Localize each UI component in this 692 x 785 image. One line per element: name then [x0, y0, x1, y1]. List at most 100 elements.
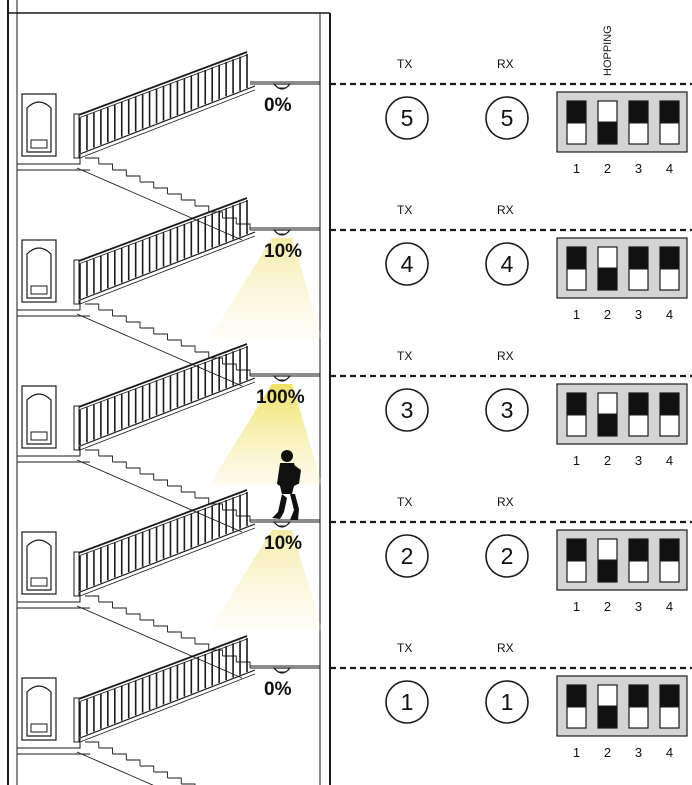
staircase	[73, 197, 256, 387]
tx-channel-number: 2	[401, 543, 414, 569]
dip-switch-number: 3	[635, 599, 642, 614]
dip-switch-block	[556, 529, 688, 591]
dip-switch-number: 4	[666, 745, 673, 760]
dip-switch-number: 2	[604, 307, 611, 322]
dip-switch-number: 4	[666, 161, 673, 176]
tx-label: TX	[397, 641, 412, 655]
dip-switch-number: 3	[635, 161, 642, 176]
building-walls	[7, 0, 331, 785]
brightness-label: 0%	[264, 679, 292, 700]
staircase	[73, 51, 256, 241]
dip-switch-3[interactable]	[628, 246, 649, 291]
dip-switch-4[interactable]	[659, 100, 680, 145]
mid-landing	[17, 446, 90, 463]
dip-switch-number: 2	[604, 745, 611, 760]
dip-switch-number: 1	[573, 599, 580, 614]
rx-label: RX	[497, 57, 514, 71]
dip-switch-number: 4	[666, 599, 673, 614]
dip-switch-3[interactable]	[628, 100, 649, 145]
tx-channel: 2	[385, 534, 429, 578]
mid-landing	[17, 154, 90, 171]
person-layer	[272, 450, 301, 520]
rx-label: RX	[497, 641, 514, 655]
dip-switch-3[interactable]	[628, 392, 649, 437]
dip-switch-number: 2	[604, 161, 611, 176]
staircase	[73, 635, 256, 785]
tx-channel-number: 4	[401, 251, 414, 277]
dip-switch-number: 3	[635, 453, 642, 468]
rx-channel: 5	[485, 96, 529, 140]
tx-label: TX	[397, 203, 412, 217]
dip-switch-2[interactable]	[597, 538, 618, 583]
dip-switch-number: 3	[635, 745, 642, 760]
brightness-label: 10%	[264, 533, 302, 554]
dip-switch-4[interactable]	[659, 684, 680, 729]
tx-channel-number: 1	[401, 689, 414, 715]
sensor-light-icon	[272, 83, 292, 90]
tx-channel: 3	[385, 388, 429, 432]
tx-label: TX	[397, 349, 412, 363]
light-beam	[210, 238, 322, 338]
dip-switch-block	[556, 237, 688, 299]
light-beam	[210, 384, 322, 484]
dip-switch-block	[556, 383, 688, 445]
dip-switch-number: 2	[604, 453, 611, 468]
sensor-light-icon	[272, 375, 292, 382]
door-icon	[21, 239, 57, 303]
person-icon	[272, 450, 301, 520]
dip-switch-1[interactable]	[566, 684, 587, 729]
staircase	[73, 489, 256, 679]
dip-switch-4[interactable]	[659, 538, 680, 583]
door-icon	[21, 531, 57, 595]
tx-channel-number: 5	[401, 105, 414, 131]
dip-switch-3[interactable]	[628, 538, 649, 583]
hopping-label: HOPPING	[602, 25, 614, 76]
rx-channel: 3	[485, 388, 529, 432]
dip-switch-1[interactable]	[566, 538, 587, 583]
rx-label: RX	[497, 495, 514, 509]
rx-channel-number: 5	[501, 105, 514, 131]
tx-channel: 5	[385, 96, 429, 140]
brightness-label: 10%	[264, 241, 302, 262]
dip-switch-number: 1	[573, 307, 580, 322]
dip-switch-1[interactable]	[566, 100, 587, 145]
brightness-label: 0%	[264, 95, 292, 116]
sensor-light-icon	[272, 521, 292, 528]
dip-switch-2[interactable]	[597, 246, 618, 291]
floor-5: 0% TX RX 5 5 1 2 3 4	[17, 51, 692, 241]
dip-switch-1[interactable]	[566, 246, 587, 291]
tx-channel-number: 3	[401, 397, 414, 423]
tx-channel: 4	[385, 242, 429, 286]
door-icon	[21, 93, 57, 157]
dip-switch-number: 3	[635, 307, 642, 322]
dip-switch-number: 4	[666, 453, 673, 468]
tx-label: TX	[397, 495, 412, 509]
dip-switch-number: 4	[666, 307, 673, 322]
tx-channel: 1	[385, 680, 429, 724]
door-icon	[21, 677, 57, 741]
dip-switch-4[interactable]	[659, 392, 680, 437]
door-icon	[21, 385, 57, 449]
dip-switch-3[interactable]	[628, 684, 649, 729]
dip-switch-number: 2	[604, 599, 611, 614]
sensor-light-icon	[272, 667, 292, 674]
dip-switch-2[interactable]	[597, 392, 618, 437]
dip-switch-2[interactable]	[597, 100, 618, 145]
rx-channel: 4	[485, 242, 529, 286]
brightness-label: 100%	[256, 387, 305, 408]
dip-switch-number: 1	[573, 161, 580, 176]
floor-3: 100% TX RX 3 3 1 2 3 4	[17, 343, 692, 533]
dip-switch-2[interactable]	[597, 684, 618, 729]
rx-channel-number: 3	[501, 397, 514, 423]
dip-switch-block	[556, 91, 688, 153]
dip-switch-4[interactable]	[659, 246, 680, 291]
dip-switch-number: 1	[573, 745, 580, 760]
dip-switch-number: 1	[573, 453, 580, 468]
rx-channel: 1	[485, 680, 529, 724]
rx-channel-number: 4	[501, 251, 514, 277]
sensor-light-icon	[272, 229, 292, 236]
dip-switch-1[interactable]	[566, 392, 587, 437]
